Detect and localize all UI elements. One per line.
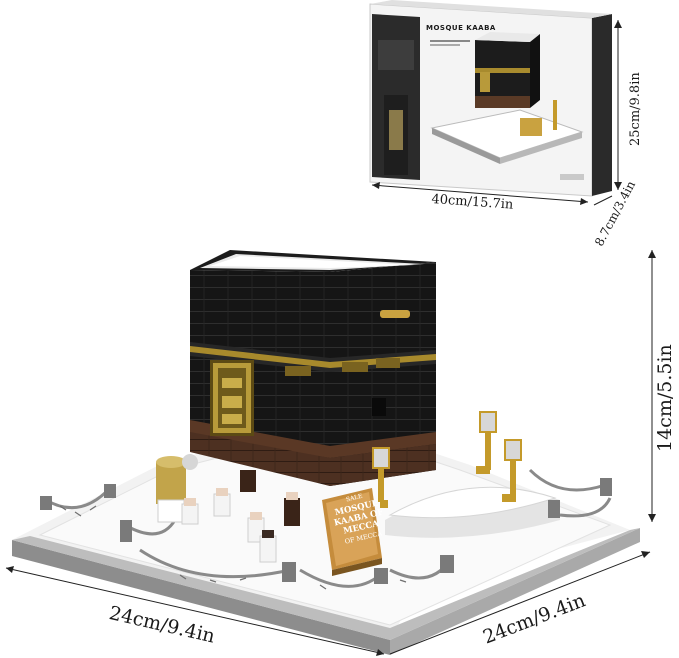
model-height-label: 14cm/5.5in: [654, 344, 676, 452]
box-title: MOSQUE KAABA: [426, 24, 496, 32]
